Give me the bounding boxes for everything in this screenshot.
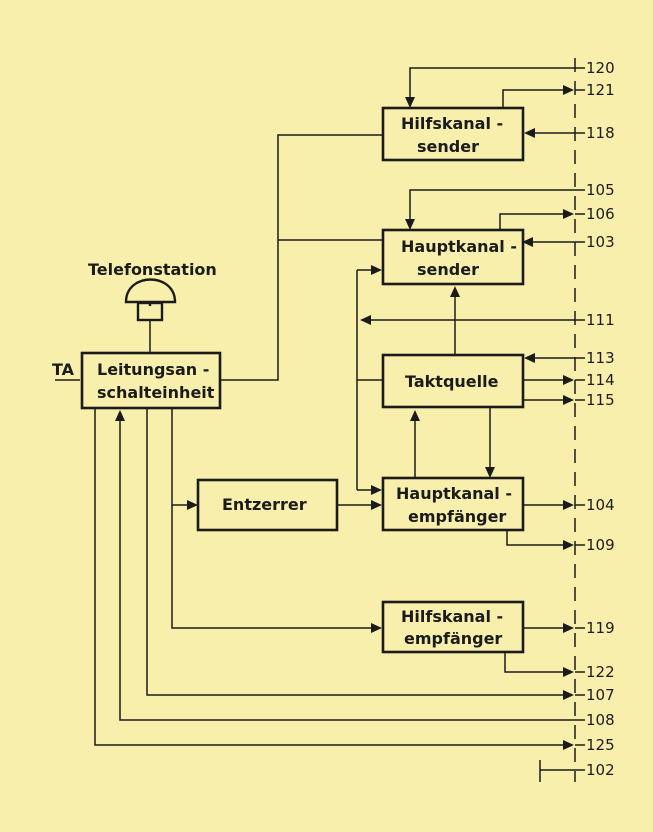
hauptkanal-empfaenger-block: Hauptkanal - empfänger	[381, 476, 525, 532]
svg-text:Leitungsan -: Leitungsan -	[97, 360, 209, 379]
hauptkanal-sender-block: Hauptkanal - sender	[381, 228, 525, 286]
taktquelle-block: Taktquelle	[381, 353, 525, 409]
svg-text:sender: sender	[417, 137, 479, 156]
terminal-106: 106	[586, 205, 615, 223]
leitungsanschalteinheit-block: Leitungsan - schalteinheit	[80, 351, 222, 410]
terminal-108: 108	[586, 711, 615, 729]
terminal-120: 120	[586, 59, 615, 77]
terminal-105: 105	[586, 181, 615, 199]
terminal-102: 102	[586, 761, 615, 779]
connection-lines	[55, 67, 585, 782]
terminal-103: 103	[586, 233, 615, 251]
hilfskanal-empfaenger-block: Hilfskanal - empfänger	[381, 600, 525, 654]
terminal-119: 119	[586, 619, 615, 637]
terminal-104: 104	[586, 496, 615, 514]
svg-text:sender: sender	[417, 260, 479, 279]
svg-text:Hilfskanal -: Hilfskanal -	[401, 114, 503, 133]
hilfskanal-sender-block: Hilfskanal - sender	[381, 106, 525, 162]
terminal-125: 125	[586, 736, 615, 754]
svg-text:Entzerrer: Entzerrer	[222, 495, 307, 514]
arrowheads	[115, 85, 574, 750]
entzerrer-block: Entzerrer	[196, 478, 339, 532]
terminal-109: 109	[586, 536, 615, 554]
svg-text:schalteinheit: schalteinheit	[97, 383, 215, 402]
svg-text:Hauptkanal -: Hauptkanal -	[401, 237, 517, 256]
svg-text:empfänger: empfänger	[408, 507, 506, 526]
terminal-115: 115	[586, 391, 615, 409]
terminal-113: 113	[586, 349, 615, 367]
ta-label: TA	[52, 360, 75, 379]
terminal-114: 114	[586, 371, 615, 389]
svg-text:Hauptkanal -: Hauptkanal -	[396, 484, 512, 503]
svg-text:Hilfskanal -: Hilfskanal -	[401, 607, 503, 626]
svg-text:empfänger: empfänger	[404, 629, 502, 648]
telephone-icon	[124, 278, 177, 322]
terminal-111: 111	[586, 311, 615, 329]
terminal-107: 107	[586, 686, 615, 704]
terminal-122: 122	[586, 663, 615, 681]
terminal-121: 121	[586, 81, 615, 99]
terminal-118: 118	[586, 124, 615, 142]
svg-text:Taktquelle: Taktquelle	[405, 372, 499, 391]
telefonstation-label: Telefonstation	[88, 260, 217, 279]
terminal-labels: 120 121 118 105 106 103 111 113 114 115 …	[586, 59, 615, 779]
